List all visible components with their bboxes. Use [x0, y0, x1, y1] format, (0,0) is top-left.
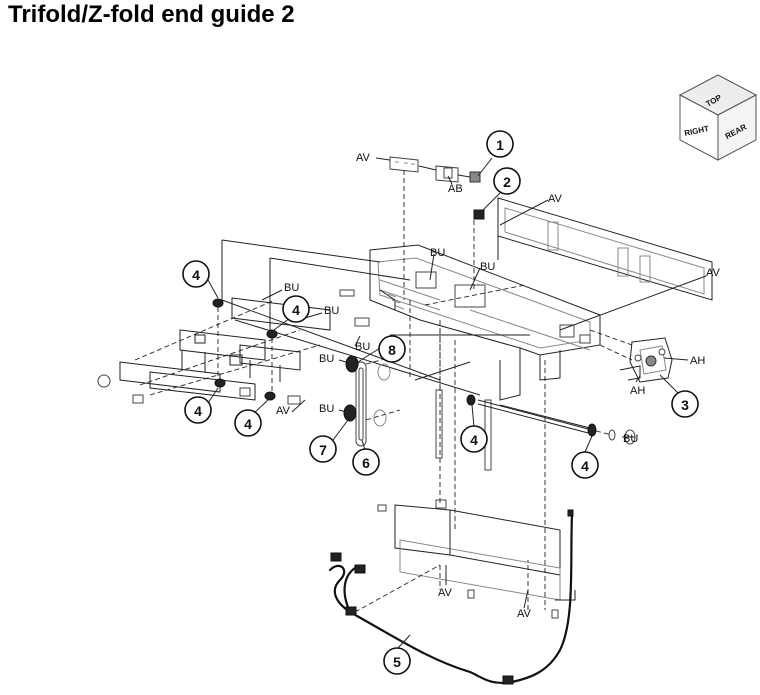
label-bu: BU: [623, 433, 638, 445]
label-av: AV: [706, 267, 721, 279]
belt-assembly: [343, 354, 401, 447]
end-guide-plate: [497, 197, 713, 301]
svg-text:4: 4: [581, 458, 589, 474]
svg-text:1: 1: [496, 137, 504, 153]
callout-4: 4: [182, 260, 210, 288]
label-ah: AH: [690, 355, 705, 367]
callout-4: 4: [571, 451, 599, 479]
svg-text:3: 3: [681, 397, 689, 413]
label-bu: BU: [319, 403, 334, 415]
label-bu: BU: [284, 282, 299, 294]
label-av: AV: [517, 608, 532, 620]
svg-text:4: 4: [244, 416, 252, 432]
svg-text:4: 4: [194, 403, 202, 419]
label-av: AV: [438, 587, 453, 599]
callout-5: 5: [383, 647, 411, 675]
label-av: AV: [548, 193, 563, 205]
callout-4: 4: [184, 396, 212, 424]
screw-icon: [266, 329, 278, 339]
guide-rails: [221, 239, 593, 471]
svg-text:4: 4: [470, 432, 478, 448]
callout-3: 3: [671, 390, 699, 418]
screw-fasteners: [212, 298, 476, 406]
svg-text:2: 2: [503, 174, 511, 190]
label-bu: BU: [430, 247, 445, 259]
reference-labels: AV AB AV AV BU BU BU BU BU BU BU AV AH A…: [276, 152, 721, 620]
screw-icon: [264, 391, 276, 401]
svg-text:4: 4: [292, 302, 300, 318]
label-bu: BU: [480, 261, 495, 273]
page-title: Trifold/Z-fold end guide 2: [8, 1, 295, 28]
callout-6: 6: [352, 448, 380, 476]
label-bu: BU: [324, 305, 339, 317]
label-av: AV: [276, 405, 291, 417]
callouts: 1 2 3 4 4 4 4 4: [182, 130, 699, 675]
svg-text:4: 4: [192, 267, 200, 283]
screw-icon: [212, 298, 224, 308]
svg-text:5: 5: [393, 654, 401, 670]
svg-text:6: 6: [362, 455, 370, 471]
main-frame: [339, 244, 601, 401]
orientation-cube: TOP RIGHT REAR: [678, 74, 758, 161]
label-av: AV: [356, 152, 371, 164]
label-ah: AH: [630, 385, 645, 397]
callout-4: 4: [460, 425, 488, 453]
callout-8: 8: [378, 335, 406, 363]
label-bu: BU: [319, 353, 334, 365]
callout-1: 1: [486, 130, 514, 158]
label-bu: BU: [355, 341, 370, 353]
leader-lines: [207, 157, 707, 649]
svg-text:7: 7: [319, 442, 327, 458]
callout-4: 4: [282, 295, 310, 323]
motor-assembly: [589, 329, 673, 383]
lower-bracket: [377, 330, 576, 619]
screw-icon: [214, 378, 226, 388]
cable-harness: [328, 509, 574, 685]
svg-text:8: 8: [388, 342, 396, 358]
callout-2: 2: [493, 167, 521, 195]
callout-4: 4: [234, 409, 262, 437]
callout-7: 7: [309, 435, 337, 463]
label-ab: AB: [448, 183, 463, 195]
top-sensor-bracket: [389, 156, 485, 300]
left-mechanism: [97, 297, 331, 405]
screw-icon: [466, 394, 476, 406]
